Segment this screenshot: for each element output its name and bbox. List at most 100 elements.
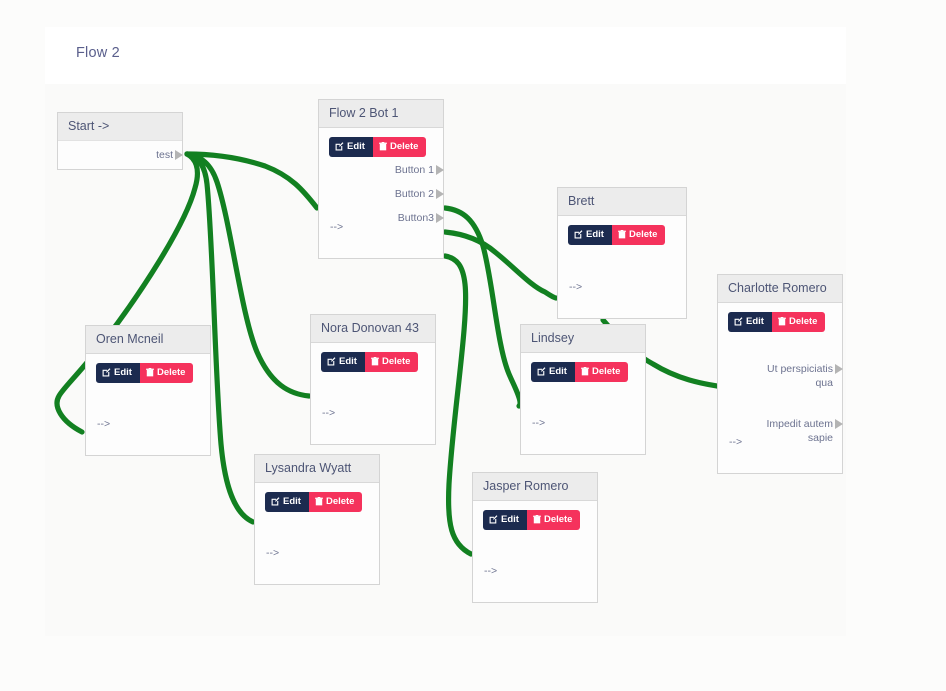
edit-button[interactable]: Edit bbox=[329, 137, 373, 157]
trash-icon bbox=[371, 357, 379, 366]
node-body: Edit Delete --> Button 1 Button 2 Button3 bbox=[319, 128, 444, 259]
edge-connector[interactable] bbox=[442, 253, 474, 557]
node-actions: Edit Delete bbox=[568, 225, 666, 245]
node-actions: Edit Delete bbox=[728, 312, 826, 332]
trash-icon bbox=[379, 142, 387, 151]
delete-button[interactable]: Delete bbox=[364, 352, 419, 372]
edit-button-label: Edit bbox=[501, 514, 519, 525]
node-title: Flow 2 Bot 1 bbox=[319, 100, 443, 128]
trash-icon bbox=[146, 368, 154, 377]
node-title: Jasper Romero bbox=[473, 473, 597, 501]
node-title: Oren Mcneil bbox=[86, 326, 210, 354]
node-body: Edit Delete --> bbox=[255, 483, 379, 585]
node-title: Nora Donovan 43 bbox=[311, 315, 435, 343]
edit-button[interactable]: Edit bbox=[96, 363, 140, 383]
output-port[interactable]: Button3 bbox=[398, 212, 444, 224]
input-port[interactable]: --> bbox=[729, 436, 743, 448]
node-title: Lindsey bbox=[521, 325, 645, 353]
output-port-label: test bbox=[156, 149, 173, 161]
delete-button[interactable]: Delete bbox=[611, 225, 666, 245]
output-port-label: Ut perspiciatis qua bbox=[767, 363, 833, 389]
edge-connector[interactable] bbox=[442, 229, 559, 301]
edit-button[interactable]: Edit bbox=[321, 352, 365, 372]
delete-button-label: Delete bbox=[543, 514, 573, 525]
node-body: Edit Delete --> bbox=[86, 354, 210, 456]
node-actions: Edit Delete bbox=[96, 363, 194, 383]
edit-button-label: Edit bbox=[746, 316, 764, 327]
port-arrow-icon bbox=[175, 150, 183, 160]
edge-connector[interactable] bbox=[184, 151, 320, 211]
port-arrow-icon bbox=[436, 189, 444, 199]
input-port[interactable]: --> bbox=[569, 281, 583, 293]
node-actions: Edit Delete bbox=[321, 352, 419, 372]
node-title: Brett bbox=[558, 188, 686, 216]
trash-icon bbox=[618, 230, 626, 239]
port-arrow-icon bbox=[436, 165, 444, 175]
flow-node-start[interactable]: Start ->test bbox=[57, 112, 183, 170]
input-port[interactable]: --> bbox=[266, 547, 280, 559]
edit-button-label: Edit bbox=[283, 496, 301, 507]
edit-button[interactable]: Edit bbox=[568, 225, 612, 245]
flow-node-nora[interactable]: Nora Donovan 43 Edit Delete --> bbox=[310, 314, 436, 445]
edit-icon bbox=[102, 368, 111, 377]
output-port-label: Button 1 bbox=[394, 164, 434, 176]
trash-icon bbox=[778, 317, 786, 326]
edit-icon bbox=[489, 515, 498, 524]
output-port[interactable]: Button 2 bbox=[395, 188, 444, 200]
trash-icon bbox=[315, 497, 323, 506]
delete-button-label: Delete bbox=[628, 229, 658, 240]
page-title: Flow 2 bbox=[76, 45, 120, 61]
edit-icon bbox=[537, 367, 546, 376]
edge-connector[interactable] bbox=[442, 205, 523, 409]
node-body: test bbox=[58, 141, 183, 170]
input-port[interactable]: --> bbox=[532, 417, 546, 429]
edit-icon bbox=[335, 142, 344, 151]
input-port[interactable]: --> bbox=[330, 221, 344, 233]
output-port-label: Impedit autem sapie bbox=[766, 418, 833, 444]
output-port[interactable]: Button 1 bbox=[394, 164, 444, 176]
flow-node-flow2bot1[interactable]: Flow 2 Bot 1 Edit Delete --> Button 1 Button … bbox=[318, 99, 444, 259]
edit-button[interactable]: Edit bbox=[483, 510, 527, 530]
output-port[interactable]: Impedit autem sapie bbox=[761, 418, 843, 445]
node-body: Edit Delete --> bbox=[311, 343, 435, 445]
delete-button[interactable]: Delete bbox=[574, 362, 629, 382]
delete-button[interactable]: Delete bbox=[308, 492, 363, 512]
node-actions: Edit Delete bbox=[483, 510, 581, 530]
edit-icon bbox=[734, 317, 743, 326]
output-port[interactable]: test bbox=[156, 149, 183, 161]
node-body: Edit Delete --> bbox=[473, 501, 597, 603]
edit-button-label: Edit bbox=[114, 367, 132, 378]
port-arrow-icon bbox=[835, 419, 843, 429]
edit-icon bbox=[327, 357, 336, 366]
delete-button[interactable]: Delete bbox=[526, 510, 581, 530]
input-port[interactable]: --> bbox=[484, 565, 498, 577]
delete-button[interactable]: Delete bbox=[771, 312, 826, 332]
delete-button-label: Delete bbox=[389, 141, 419, 152]
input-port[interactable]: --> bbox=[97, 418, 111, 430]
output-port[interactable]: Ut perspiciatis qua bbox=[761, 363, 843, 390]
edit-button-label: Edit bbox=[347, 141, 365, 152]
delete-button-label: Delete bbox=[325, 496, 355, 507]
port-arrow-icon bbox=[835, 364, 843, 374]
delete-button[interactable]: Delete bbox=[139, 363, 194, 383]
delete-button-label: Delete bbox=[156, 367, 186, 378]
edit-icon bbox=[574, 230, 583, 239]
edit-button[interactable]: Edit bbox=[531, 362, 575, 382]
trash-icon bbox=[581, 367, 589, 376]
delete-button[interactable]: Delete bbox=[372, 137, 427, 157]
input-port[interactable]: --> bbox=[322, 407, 336, 419]
edit-button[interactable]: Edit bbox=[265, 492, 309, 512]
delete-button-label: Delete bbox=[381, 356, 411, 367]
edit-button[interactable]: Edit bbox=[728, 312, 772, 332]
